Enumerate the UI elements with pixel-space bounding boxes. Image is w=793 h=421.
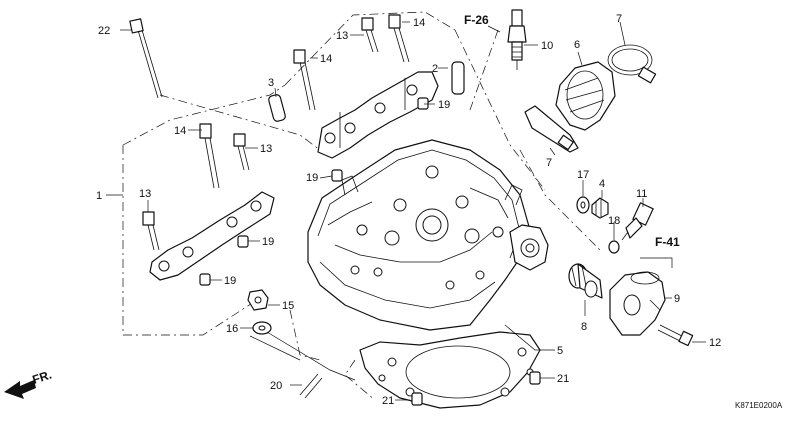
- label-21-right: 21: [557, 373, 569, 385]
- label-19-mid: 19: [306, 172, 318, 184]
- bolt-13-left: [233, 133, 250, 171]
- camshaft-holder-upper: [317, 71, 439, 159]
- label-7-lower: 7: [546, 157, 552, 169]
- dowel-pins: [199, 97, 541, 406]
- label-3: 3: [268, 77, 274, 89]
- label-15: 15: [282, 300, 294, 312]
- label-16: 16: [226, 323, 238, 335]
- stud-bolt-20: [299, 373, 323, 399]
- spark-plug-10: [507, 9, 527, 70]
- label-19-left: 19: [262, 236, 274, 248]
- sensor-11: [621, 202, 654, 241]
- label-17: 17: [577, 169, 589, 181]
- label-6: 6: [574, 39, 580, 51]
- bolt-14-top: [388, 14, 410, 63]
- front-label: FR.: [31, 368, 54, 387]
- bolt-14-left: [199, 123, 220, 189]
- label-4: 4: [599, 178, 605, 190]
- joint-8: [568, 263, 603, 299]
- leader-lines: [106, 21, 706, 401]
- front-arrow-icon: FR.: [4, 368, 53, 399]
- housing-9: [609, 271, 666, 336]
- label-18: 18: [608, 215, 620, 227]
- label-2: 2: [432, 63, 438, 75]
- nut-15: [247, 289, 269, 311]
- label-14-left: 14: [174, 125, 186, 137]
- label-20: 20: [270, 380, 282, 392]
- head-gasket: [359, 331, 541, 409]
- bolt-13-far-left: [142, 211, 160, 251]
- guide-3: [268, 94, 286, 122]
- bolt-13-top: [361, 17, 379, 53]
- guide-2: [451, 61, 465, 95]
- label-11: 11: [636, 188, 647, 200]
- label-1: 1: [96, 190, 102, 202]
- label-19-top: 19: [438, 99, 450, 111]
- cylinder-head: [307, 139, 549, 331]
- plug-bolt-4: [591, 197, 609, 219]
- label-12: 12: [709, 337, 721, 349]
- ref-f41: F-41: [655, 235, 680, 249]
- assembly-frame-lines: [122, 11, 601, 401]
- label-7-top: 7: [616, 13, 622, 25]
- label-8: 8: [581, 321, 587, 333]
- bolt-14-mid: [293, 49, 316, 111]
- label-19-low: 19: [224, 275, 236, 287]
- clamp-7-lower: [524, 105, 579, 153]
- label-14-top: 14: [413, 17, 425, 29]
- label-13-top: 13: [336, 30, 348, 42]
- label-22: 22: [98, 25, 110, 37]
- clamp-7-top: [607, 44, 657, 84]
- label-13-far-left: 13: [139, 188, 151, 200]
- label-10: 10: [541, 40, 553, 52]
- label-14-mid: 14: [320, 53, 332, 65]
- label-13-left: 13: [260, 143, 272, 155]
- washer-18: [608, 240, 620, 254]
- diagram-code: K871E0200A: [735, 401, 783, 410]
- part-number-labels: 22 13 14 14 2 3 19 14 13 1 13 19 19 19 1…: [96, 13, 721, 407]
- washer-16: [252, 321, 272, 335]
- label-5: 5: [557, 345, 563, 357]
- ref-f26: F-26: [464, 13, 489, 27]
- camshaft-holder-left: [149, 191, 275, 281]
- insulator-6: [555, 61, 616, 131]
- reference-labels: F-26 F-41: [464, 13, 680, 249]
- washer-17: [576, 196, 590, 214]
- label-21-left: 21: [382, 395, 394, 407]
- bolt-22: [129, 18, 163, 99]
- bolt-12: [657, 324, 694, 347]
- label-9: 9: [674, 293, 680, 305]
